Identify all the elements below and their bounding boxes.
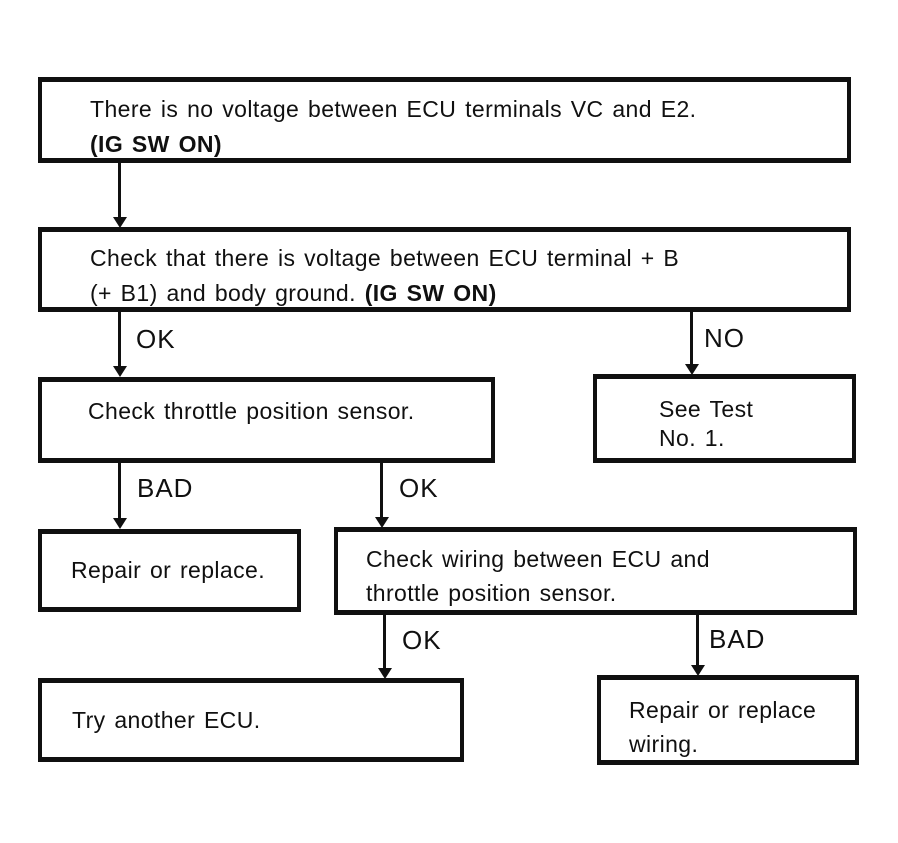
node-text-line: (IG SW ON) — [90, 131, 222, 157]
arrow-no-to-see-test — [685, 312, 699, 375]
arrowhead-down-icon — [691, 665, 705, 676]
node-no-voltage: There is no voltage between ECU terminal… — [38, 77, 851, 163]
node-check-voltage: Check that there is voltage between ECU … — [38, 227, 851, 312]
edge-label-ok: OK — [402, 625, 442, 655]
node-text-line: Repair or replace. — [71, 557, 266, 583]
edge-label-ok: OK — [399, 473, 439, 503]
node-repair-wiring: Repair or replace wiring. — [597, 675, 859, 765]
node-repair-replace: Repair or replace. — [38, 529, 301, 612]
arrow-ok-to-check-wiring — [375, 463, 389, 528]
node-text-line: Check that there is voltage between ECU … — [90, 245, 680, 271]
node-text-segment: (+ B1) and body ground. — [90, 280, 365, 306]
node-text-line: Try another ECU. — [72, 706, 261, 733]
arrow-bad-to-repair-replace — [113, 463, 127, 529]
arrowhead-down-icon — [113, 366, 127, 377]
edge-label-ok: OK — [136, 324, 176, 354]
arrow-shaft — [696, 613, 699, 668]
arrow-shaft — [690, 312, 693, 367]
arrowhead-down-icon — [113, 518, 127, 529]
node-text-line: (+ B1) and body ground. (IG SW ON) — [90, 276, 831, 311]
node-check-tps: Check throttle position sensor. — [38, 377, 495, 463]
arrow-ok-to-check-tps — [113, 312, 127, 377]
node-text-line: Check wiring between ECU and — [366, 546, 710, 572]
node-text-line: throttle position sensor. — [366, 580, 617, 606]
arrow-bad-to-repair-wiring — [691, 613, 705, 676]
node-text-line: Repair or replace — [629, 697, 817, 723]
arrowhead-down-icon — [375, 517, 389, 528]
edge-label-no: NO — [704, 323, 745, 353]
arrowhead-down-icon — [378, 668, 392, 679]
arrowhead-down-icon — [113, 217, 127, 228]
edge-label-bad: BAD — [137, 473, 194, 503]
arrow-no-voltage-to-check-voltage — [113, 163, 127, 228]
arrow-shaft — [383, 615, 386, 671]
node-text-line: See Test — [659, 396, 754, 422]
arrow-shaft — [118, 163, 121, 220]
node-text-line: wiring. — [629, 731, 699, 757]
node-text-line: No. 1. — [659, 425, 725, 451]
arrowhead-down-icon — [685, 364, 699, 375]
node-try-ecu: Try another ECU. — [38, 678, 464, 762]
arrow-shaft — [380, 463, 383, 520]
node-see-test: See Test No. 1. — [593, 374, 856, 463]
arrow-shaft — [118, 312, 121, 369]
arrow-shaft — [118, 463, 121, 521]
node-text-segment: (IG SW ON) — [364, 280, 497, 306]
node-check-wiring: Check wiring between ECU and throttle po… — [334, 527, 857, 615]
node-text-line: There is no voltage between ECU terminal… — [90, 96, 697, 122]
node-text-line: Check throttle position sensor. — [88, 398, 415, 424]
edge-label-bad: BAD — [709, 624, 766, 654]
arrow-ok-to-try-ecu — [378, 615, 392, 679]
